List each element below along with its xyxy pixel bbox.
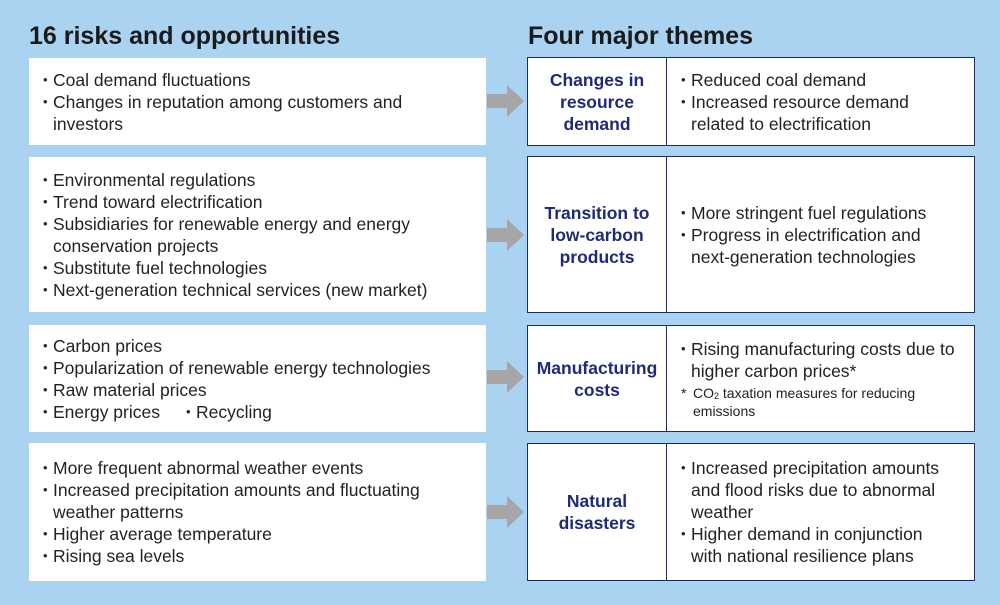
theme-box-1: Changes in resource demand •Reduced coal… <box>527 57 975 146</box>
arrow-right-icon <box>487 219 524 251</box>
theme-title: Changes in resource demand <box>528 58 667 145</box>
risk-item: •Environmental regulations <box>43 169 256 190</box>
themes-heading: Four major themes <box>528 22 754 50</box>
theme-box-3: Manufacturing costs •Rising manufacturin… <box>527 325 975 432</box>
risks-box-1: •Coal demand fluctuations •Changes in re… <box>29 58 486 145</box>
risks-box-3: •Carbon prices •Popularization of renewa… <box>29 325 486 432</box>
arrow-right-icon <box>487 496 524 528</box>
risk-item: •Energy prices <box>43 401 160 422</box>
theme-box-2: Transition to low-carbon products •More … <box>527 156 975 313</box>
risk-item: •Higher average temperature <box>43 524 272 544</box>
detail-item: •More stringent fuel regulations <box>681 202 927 223</box>
theme-title: Natural disasters <box>528 444 667 580</box>
risk-item: •Subsidiaries for renewable energy and e… <box>43 213 411 256</box>
detail-item: •Increased precipitation amounts and flo… <box>681 458 940 522</box>
risk-item: •Popularization of renewable energy tech… <box>43 357 431 378</box>
detail-item: •Higher demand in conjunction with natio… <box>681 524 923 566</box>
theme-details: •Reduced coal demand •Increased resource… <box>667 58 974 145</box>
risk-item: •Next-generation technical services (new… <box>43 279 428 300</box>
risks-heading: 16 risks and opportunities <box>29 22 341 50</box>
risks-box-4: •More frequent abnormal weather events •… <box>29 443 486 581</box>
risk-item: •Recycling <box>186 401 272 422</box>
detail-item: •Reduced coal demand <box>681 69 867 90</box>
risk-item: •Increased precipitation amounts and flu… <box>43 480 420 522</box>
theme-title: Transition to low-carbon products <box>528 157 667 312</box>
risks-box-2: •Environmental regulations •Trend toward… <box>29 157 486 312</box>
risk-item: •Rising sea levels <box>43 546 185 566</box>
risk-item: •Raw material prices <box>43 379 207 400</box>
footnote: * CO2 taxation measures for reducing emi… <box>681 385 916 419</box>
risk-item: •Changes in reputation among customers a… <box>43 91 403 134</box>
risk-item-pair: •Energy prices •Recycling <box>43 401 476 423</box>
theme-details: •Rising manufacturing costs due to highe… <box>667 326 974 431</box>
detail-item: •Progress in electrification and next-ge… <box>681 224 921 267</box>
risk-item: •Trend toward electrification <box>43 191 263 212</box>
arrow-right-icon <box>487 85 524 117</box>
risk-item: •Coal demand fluctuations <box>43 69 251 90</box>
theme-title: Manufacturing costs <box>528 326 667 431</box>
detail-item: •Rising manufacturing costs due to highe… <box>681 339 955 381</box>
theme-box-4: Natural disasters •Increased precipitati… <box>527 443 975 581</box>
theme-details: •Increased precipitation amounts and flo… <box>667 444 974 580</box>
risk-item: •Carbon prices <box>43 335 162 356</box>
risk-item: •More frequent abnormal weather events <box>43 458 364 478</box>
arrow-right-icon <box>487 361 524 393</box>
risk-item: •Substitute fuel technologies <box>43 257 268 278</box>
theme-details: •More stringent fuel regulations •Progre… <box>667 157 974 312</box>
detail-item: •Increased resource demand related to el… <box>681 91 909 134</box>
